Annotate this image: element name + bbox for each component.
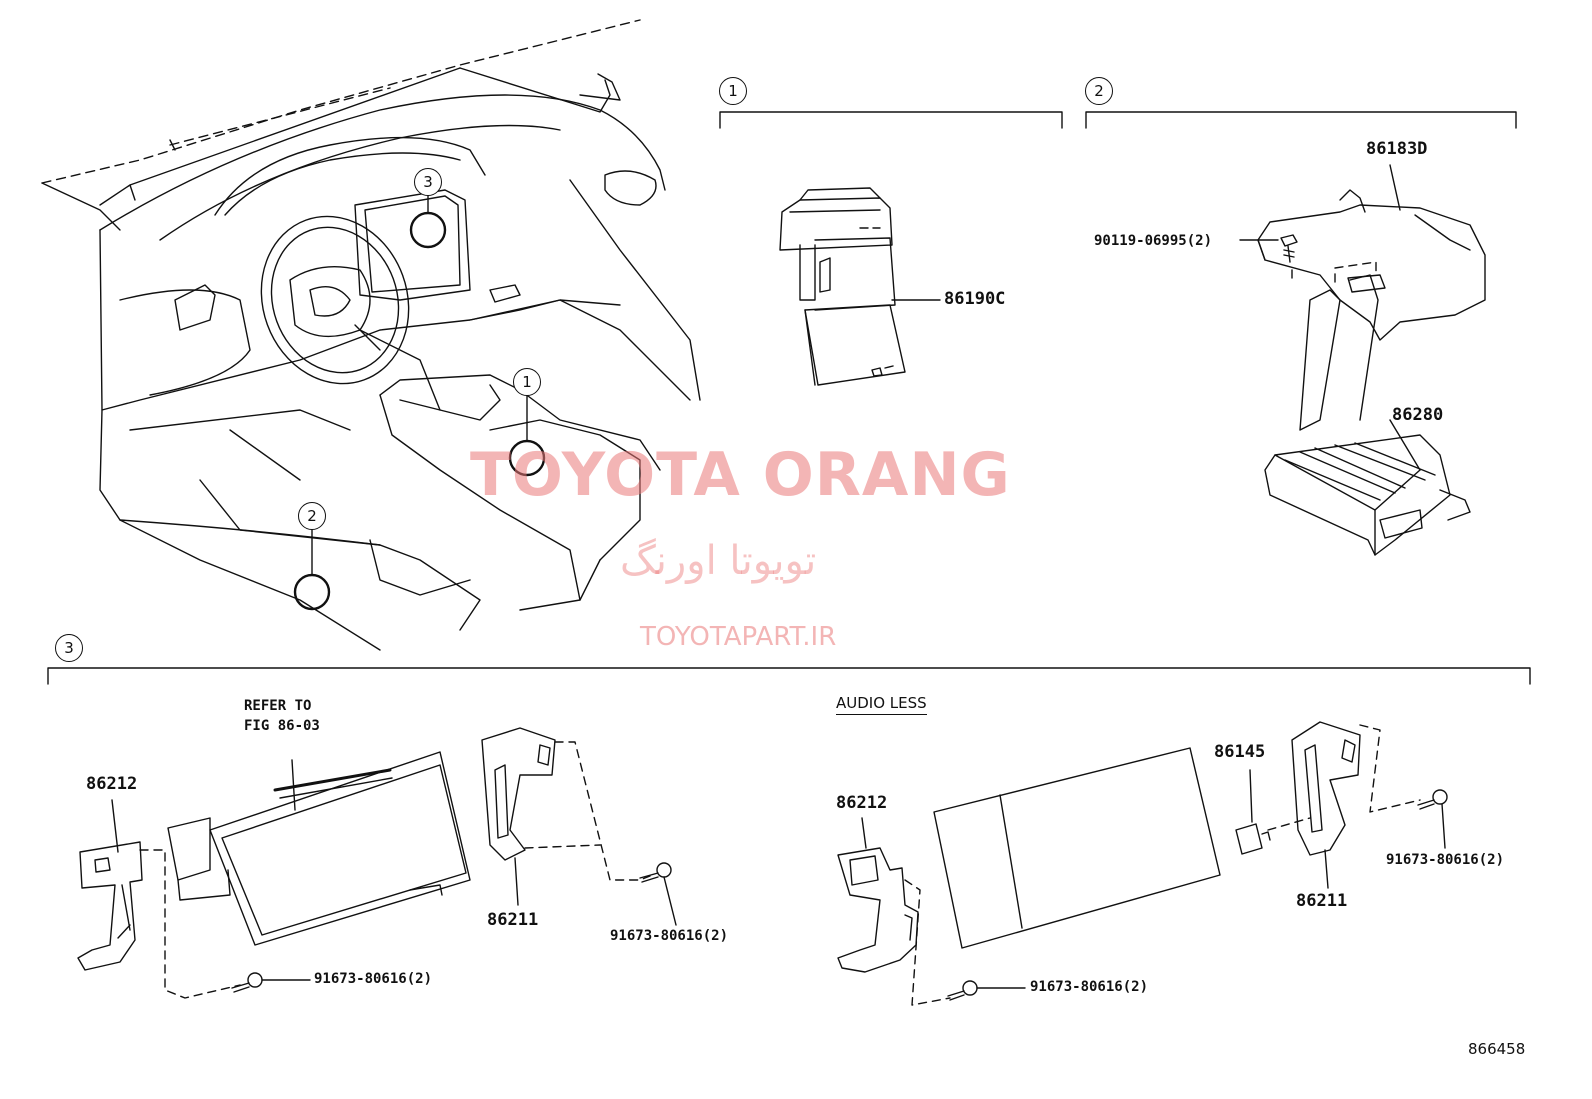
dashed-guide-a-right [554, 741, 651, 881]
dashed-guide-b-left [904, 879, 951, 1006]
part-label-plug: 86145 [1214, 742, 1266, 762]
part-label-cover: 86183D [1366, 139, 1428, 159]
part-label-bracket-left-b: 86212 [836, 793, 888, 813]
part-label-bracket-right-a: 86211 [487, 910, 539, 930]
overview-callout-3: 3 [414, 168, 442, 196]
watermark-persian: تویوتا اورنگ [620, 538, 817, 584]
cover-86183D [1257, 164, 1486, 341]
dashed-guide-b-plug [1267, 817, 1311, 831]
part-label-bracket-right-b: 86211 [1296, 891, 1348, 911]
part-label-switch: 86190C [944, 289, 1006, 309]
part-label-bracket-left-a: 86212 [86, 774, 138, 794]
section-3-bracket [47, 667, 1531, 685]
section-1-bracket [719, 111, 1063, 129]
audio-less-label: AUDIO LESS [836, 694, 927, 715]
switch-assembly-86190C [779, 187, 941, 386]
section-3-number: 3 [55, 634, 83, 662]
overview-callout-2: 2 [298, 502, 326, 530]
part-label-bolt: 90119-06995(2) [1094, 233, 1213, 249]
refer-to-note: REFER TO FIG 86-03 [244, 698, 320, 734]
watermark-url: TOYOTAPART.IR [640, 622, 837, 652]
figure-id: 866458 [1468, 1040, 1526, 1058]
amplifier-86280 [1264, 274, 1471, 556]
bracket-86211-a [481, 727, 556, 906]
part-label-screw-a-right: 91673-80616(2) [610, 928, 729, 944]
screw-b-right [1417, 789, 1448, 849]
bracket-86211-b [1291, 721, 1361, 889]
section-2-number: 2 [1085, 77, 1113, 105]
part-label-screw-b-right: 91673-80616(2) [1386, 852, 1505, 868]
plug-86145 [1235, 769, 1271, 855]
watermark-title: TOYOTA ORANG [470, 440, 1011, 510]
screw-b-bottom [947, 980, 1026, 1001]
bracket-86212-a [77, 799, 143, 971]
display-unit-assembly [167, 751, 471, 946]
screw-a-right [639, 862, 677, 926]
overview-callout-1: 1 [513, 368, 541, 396]
screw-a-bottom [231, 972, 311, 993]
part-label-screw-b-bottom: 91673-80616(2) [1030, 979, 1149, 995]
blank-panel-assembly [933, 747, 1221, 949]
section-2-bracket [1085, 111, 1517, 129]
part-label-screw-a-bottom: 91673-80616(2) [314, 971, 433, 987]
dashed-guide-a-left [139, 849, 241, 999]
bolt-90119-06995 [1239, 234, 1298, 263]
section-1-number: 1 [719, 77, 747, 105]
bracket-86212-b [837, 817, 919, 973]
part-label-amplifier: 86280 [1392, 405, 1444, 425]
dashed-guide-b-right [1359, 724, 1421, 813]
dashed-guide-a-mid [524, 844, 601, 849]
dashboard-overview-illustration [41, 19, 701, 651]
